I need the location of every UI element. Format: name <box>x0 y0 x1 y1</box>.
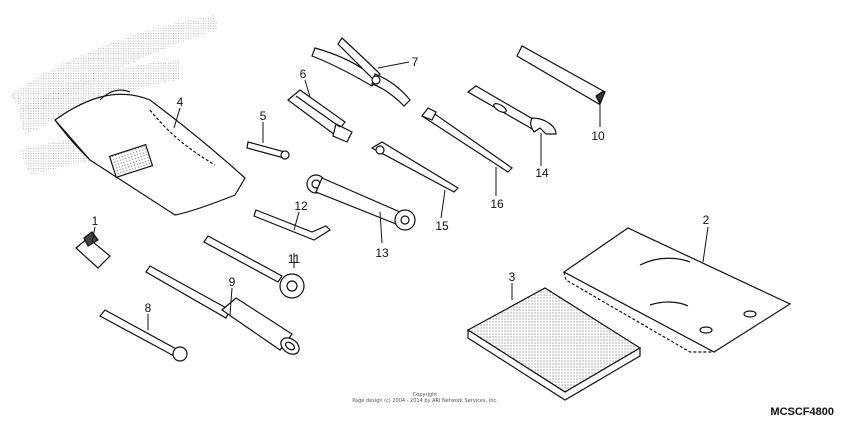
callout-8[interactable]: 8 <box>145 301 152 315</box>
part-extension-bar[interactable] <box>516 45 606 106</box>
callout-labels: 1 2 3 4 5 6 7 8 9 10 11 12 13 14 15 16 <box>92 55 710 315</box>
part-bolt[interactable] <box>99 309 188 362</box>
part-owners-manual[interactable] <box>466 287 642 401</box>
callout-14[interactable]: 14 <box>535 166 549 180</box>
callout-11[interactable]: 11 <box>288 252 301 266</box>
part-spark-plug-wrench[interactable] <box>203 235 305 299</box>
callout-10[interactable]: 10 <box>591 129 605 143</box>
part-screwdriver-shaft[interactable] <box>370 141 459 193</box>
part-open-end-wrench[interactable] <box>466 85 557 135</box>
callout-12[interactable]: 12 <box>294 199 308 213</box>
callout-3[interactable]: 3 <box>509 270 516 284</box>
diagram-code: MCSCF4800 <box>770 406 834 418</box>
callout-15[interactable]: 15 <box>435 219 449 233</box>
callout-5[interactable]: 5 <box>260 109 267 123</box>
leader-lines <box>91 61 709 330</box>
copyright-label: Copyright <box>412 392 438 398</box>
copyright-notice: Page design (c) 2004 - 2014 by ARI Netwo… <box>352 398 498 404</box>
part-pliers[interactable] <box>311 37 411 107</box>
part-clip[interactable] <box>75 231 111 269</box>
part-hex-key[interactable] <box>253 209 331 241</box>
part-screwdriver-bit[interactable] <box>246 141 290 160</box>
callout-7[interactable]: 7 <box>412 55 419 69</box>
part-screwdriver-long[interactable] <box>420 107 513 173</box>
callout-1[interactable]: 1 <box>92 214 99 228</box>
callout-4[interactable]: 4 <box>177 95 184 109</box>
part-socket-wrench[interactable] <box>145 265 302 357</box>
callout-6[interactable]: 6 <box>300 67 307 81</box>
callout-2[interactable]: 2 <box>703 213 710 227</box>
callout-13[interactable]: 13 <box>375 246 389 260</box>
part-box-wrench[interactable] <box>306 174 416 231</box>
callout-16[interactable]: 16 <box>490 197 504 211</box>
callout-9[interactable]: 9 <box>229 275 236 289</box>
part-screwdriver-handle[interactable] <box>287 89 353 143</box>
part-document-pouch[interactable] <box>562 227 792 353</box>
part-tool-bag[interactable] <box>54 89 246 216</box>
